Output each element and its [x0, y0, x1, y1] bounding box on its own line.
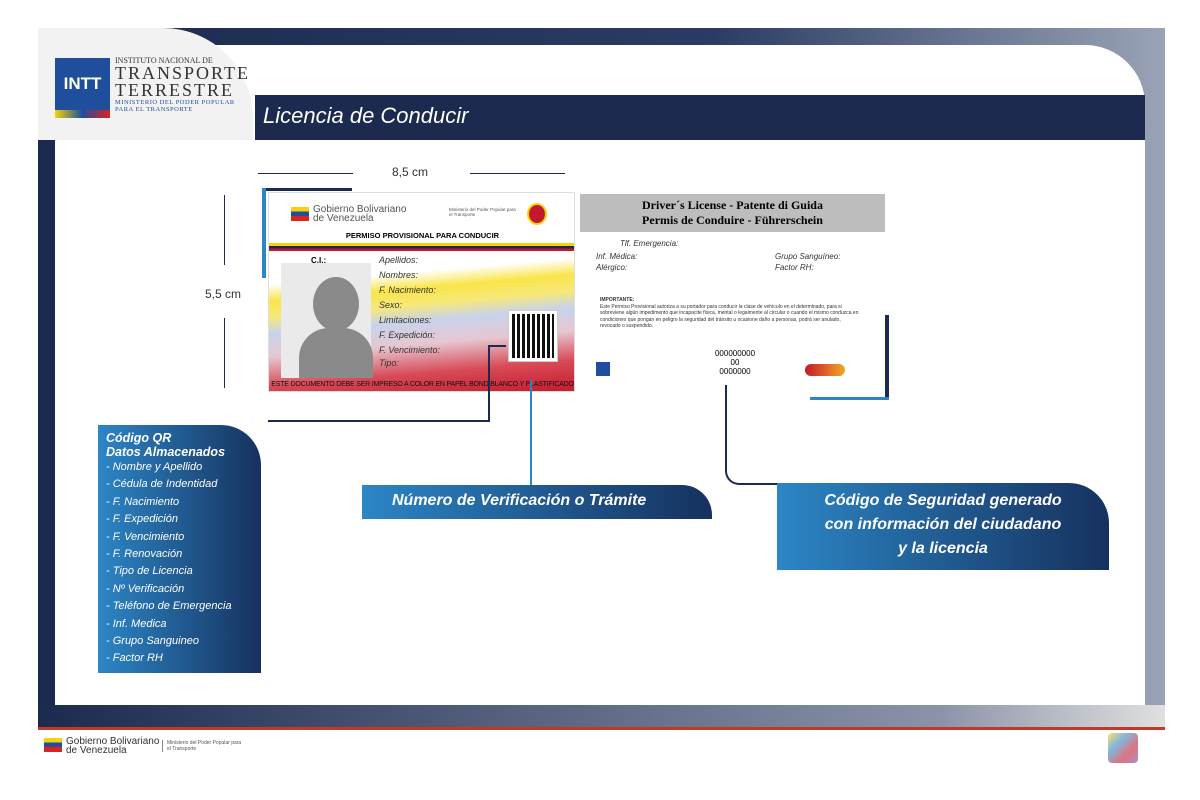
rh-label: Factor RH:: [775, 263, 814, 272]
verification-callout: Número de Verificación o Trámite: [362, 485, 712, 519]
list-item: - F. Expedición: [106, 513, 178, 526]
connector-line: [488, 345, 490, 422]
list-item: - Tipo de Licencia: [106, 565, 193, 578]
ci-label: C.I.:: [311, 256, 327, 265]
card-corner: [885, 315, 889, 400]
flag-stripe: [269, 243, 574, 251]
transporte-logo: [805, 364, 845, 376]
institute-name: INSTITUTO NACIONAL DE TRANSPORTE TERREST…: [115, 56, 250, 113]
person-head-icon: [313, 277, 359, 331]
list-item: - Teléfono de Emergencia: [106, 600, 232, 613]
connector-line: [530, 380, 532, 485]
dimension-line: [470, 173, 565, 174]
qr-code: [508, 310, 558, 362]
page-title: Licencia de Conducir: [255, 95, 1145, 140]
list-item: - F. Vencimiento: [106, 530, 185, 543]
card-title: PERMISO PROVISIONAL PARA CONDUCIR: [345, 231, 500, 240]
width-label: 8,5 cm: [392, 165, 429, 179]
connector-line: [488, 345, 506, 347]
list-item: - Nombre y Apellido: [106, 461, 203, 473]
gran-mision-logo: [1108, 733, 1138, 763]
ministry-line1: MINISTERIO DEL PODER POPULAR: [115, 99, 235, 106]
flag-icon: [44, 738, 62, 752]
medical-label: Inf. Médica:: [596, 252, 638, 261]
photo-placeholder: [281, 263, 373, 378]
field-label: Apellidos:: [379, 255, 419, 265]
card-corner: [810, 397, 889, 400]
list-item: - Cédula de Indentidad: [106, 478, 218, 491]
field-label: F. Expedición:: [379, 330, 435, 340]
list-item: - Inf. Medica: [106, 617, 167, 630]
institute-line2: TERRESTRE: [115, 80, 235, 100]
field-label: Nombres:: [379, 270, 419, 280]
connector-line: [268, 420, 490, 422]
intt-logo: INTT: [55, 58, 110, 118]
field-label: F. Vencimiento:: [379, 345, 441, 355]
field-label: Tipo:: [379, 358, 399, 368]
institute-line1: TRANSPORTE: [115, 63, 250, 83]
dimension-line: [258, 173, 353, 174]
important-notice: IMPORTANTE:Este Permiso Provisional auto…: [600, 297, 859, 329]
connector-line: [725, 385, 777, 485]
dimension-line: [224, 195, 225, 265]
bottom-bar: [38, 705, 1165, 727]
list-item: - Factor RH: [106, 652, 163, 665]
red-divider: [38, 727, 1165, 730]
footer-ministry: Ministerio del Poder Popular para el Tra…: [162, 740, 242, 752]
height-label: 5,5 cm: [205, 287, 242, 301]
qr-box-title: Código QR: [106, 431, 172, 445]
list-item: - F. Renovación: [106, 548, 183, 561]
card-corner: [262, 188, 266, 278]
list-item: - F. Nacimiento: [106, 495, 180, 508]
coat-of-arms-icon: [527, 203, 547, 225]
field-label: Sexo:: [379, 300, 403, 310]
list-item: - Grupo Sanguineo: [106, 635, 199, 648]
qr-data-box: Código QR Datos Almacenados - Nombre y A…: [98, 425, 261, 673]
blood-label: Grupo Sanguíneo:: [775, 252, 841, 261]
card-footer: ESTE DOCUMENTO DEBE SER IMPRESO A COLOR …: [271, 381, 574, 388]
intt-small-logo: [596, 362, 610, 376]
field-label: F. Nacimiento:: [379, 285, 436, 295]
ministry-text: Ministerio del Poder Popular para el Tra…: [449, 207, 516, 217]
emergency-label: Tlf. Emergencia:: [620, 239, 679, 248]
allergic-label: Alérgico:: [596, 263, 628, 272]
card-corner: [262, 188, 352, 191]
field-label: Limitaciones:: [379, 315, 432, 325]
qr-data-list: - Nombre y Apellido - Cédula de Indentid…: [106, 459, 253, 668]
institute-small: INSTITUTO NACIONAL DE: [115, 56, 213, 65]
list-item: - Nº Verificación: [106, 582, 185, 595]
person-body-icon: [299, 328, 373, 378]
ministry-line2: PARA EL TRANSPORTE: [115, 106, 193, 113]
qr-box-subtitle: Datos Almacenados: [106, 445, 226, 459]
dimension-line: [224, 318, 225, 388]
flag-icon: [291, 207, 309, 221]
